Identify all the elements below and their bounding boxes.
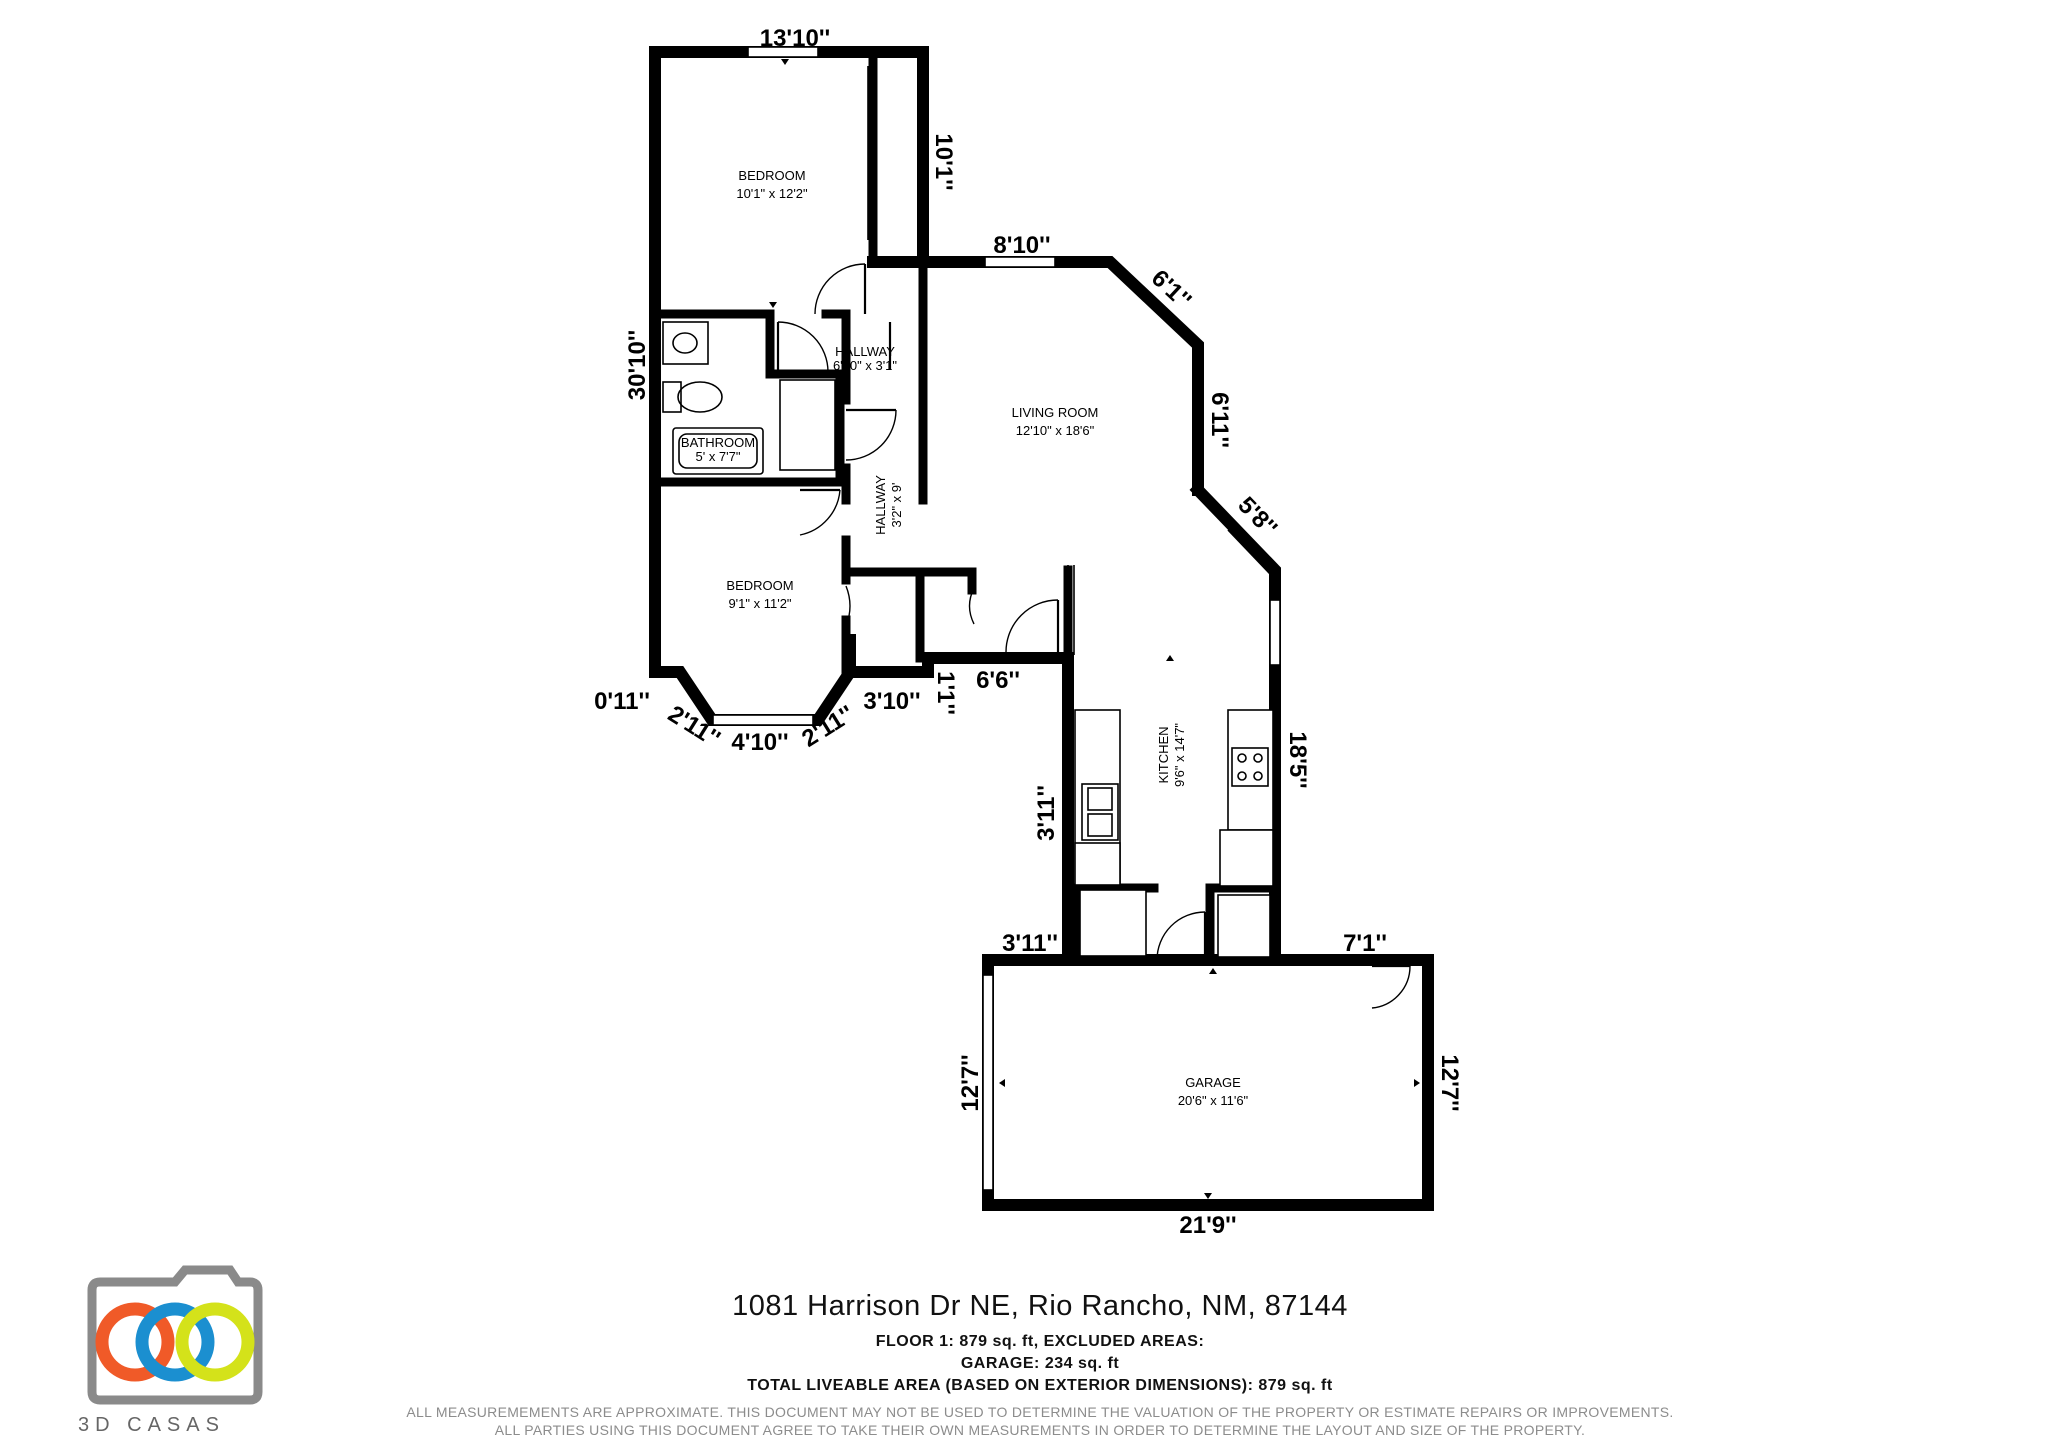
room-bedroom-2-size: 9'1" x 11'2"	[728, 596, 791, 611]
dimension-labels: 13'10'' 10'1'' 8'10'' 6'1'' 6'11'' 5'8''…	[594, 25, 1463, 1239]
dim-label: 0'11''	[594, 688, 650, 715]
room-bedroom-1-size: 10'1" x 12'2"	[736, 186, 808, 201]
room-living-size: 12'10" x 18'6"	[1016, 423, 1095, 438]
room-bathroom-size: 5' x 7'7"	[696, 449, 741, 464]
dim-label: 6'11''	[1206, 392, 1233, 448]
dim-label: 6'6''	[976, 667, 1020, 694]
dim-label: 21'9''	[1179, 1212, 1236, 1239]
doors	[776, 263, 1411, 1009]
dim-label: 1'1''	[932, 671, 959, 715]
dim-label: 7'1''	[1343, 930, 1387, 957]
room-bathroom-name: BATHROOM	[681, 435, 755, 450]
room-living-name: LIVING ROOM	[1012, 405, 1099, 420]
room-hallway-1-name: HALLWAY	[835, 344, 895, 359]
room-labels: BEDROOM 10'1" x 12'2" HALLWAY 6'10" x 3'…	[681, 168, 1249, 1108]
dim-label: 10'1''	[930, 133, 957, 190]
disclaimer-line-2: ALL PARTIES USING THIS DOCUMENT AGREE TO…	[494, 1422, 1586, 1438]
room-bedroom-2-name: BEDROOM	[726, 578, 793, 593]
dim-label: 3'11''	[1033, 785, 1060, 841]
dimension-ticks	[769, 59, 1420, 1199]
room-garage-name: GARAGE	[1185, 1075, 1241, 1090]
dim-label: 3'11''	[1002, 930, 1058, 957]
exterior-walls	[649, 46, 1434, 1211]
floor-area-line: FLOOR 1: 879 sq. ft, EXCLUDED AREAS:	[875, 1333, 1205, 1350]
dim-label: 13'10''	[760, 25, 831, 52]
room-hallway-1-size: 6'10" x 3'1"	[833, 358, 897, 373]
total-area-line: TOTAL LIVEABLE AREA (BASED ON EXTERIOR D…	[747, 1377, 1333, 1394]
dim-label: 2'11''	[663, 700, 725, 752]
dim-label: 30'10''	[624, 330, 651, 401]
room-hallway-2-size: 3'2" x 9'	[889, 483, 904, 528]
dim-label: 3'10''	[863, 688, 920, 715]
dim-label: 12'7''	[957, 1054, 984, 1111]
brand-name: 3D CASAS	[78, 1414, 225, 1436]
dim-label: 18'5''	[1284, 731, 1311, 788]
fixtures	[662, 321, 1274, 958]
property-address: 1081 Harrison Dr NE, Rio Rancho, NM, 871…	[732, 1290, 1348, 1322]
dim-label: 12'7''	[1436, 1054, 1463, 1111]
room-hallway-2-name: HALLWAY	[873, 475, 888, 535]
room-kitchen-name: KITCHEN	[1156, 726, 1171, 783]
room-bedroom-1-name: BEDROOM	[738, 168, 805, 183]
garage-area-line: GARAGE: 234 sq. ft	[960, 1355, 1120, 1372]
windows	[712, 46, 1281, 1191]
dim-label: 8'10''	[993, 232, 1050, 259]
camera-logo-icon	[87, 1265, 263, 1405]
room-kitchen-size: 9'6" x 14'7"	[1172, 723, 1187, 787]
dim-label: 4'10''	[731, 729, 788, 756]
disclaimer-line-1: ALL MEASUREMEMENTS ARE APPROXIMATE. THIS…	[406, 1404, 1674, 1420]
room-garage-size: 20'6" x 11'6"	[1178, 1093, 1249, 1108]
